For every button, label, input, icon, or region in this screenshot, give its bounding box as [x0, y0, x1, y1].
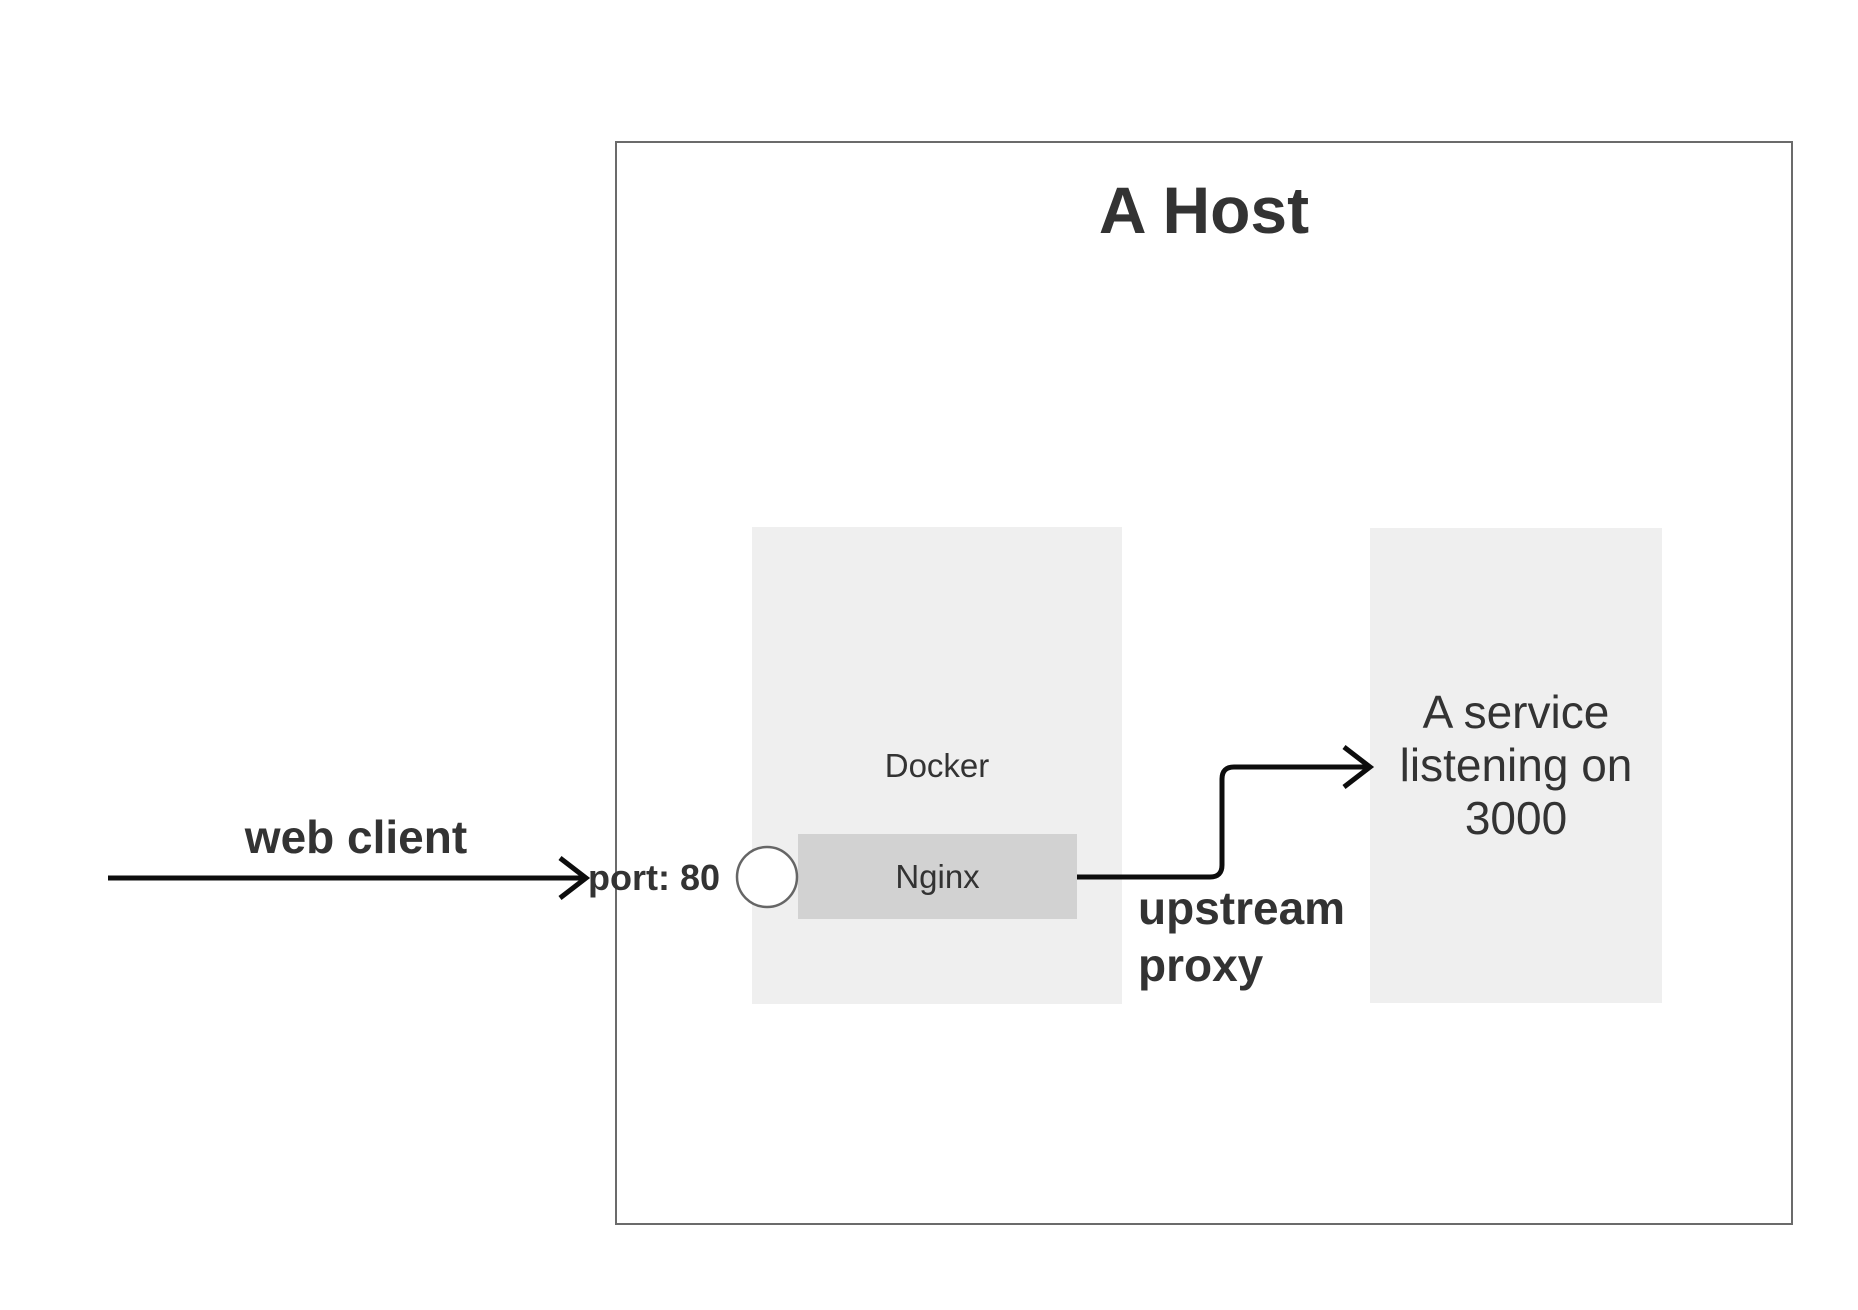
service-label: A service listening on 3000: [1399, 686, 1633, 844]
upstream-proxy-label: upstream proxy: [1138, 882, 1346, 991]
host-box: [615, 141, 1793, 1225]
docker-label: Docker: [884, 746, 990, 784]
web-client-arrow-icon: [108, 856, 591, 900]
web-client-label: web client: [244, 811, 468, 863]
port-label: port: 80: [588, 857, 721, 898]
service-box: A service listening on 3000: [1370, 528, 1662, 1003]
host-title: A Host: [1098, 173, 1310, 247]
nginx-box: Nginx: [798, 834, 1077, 919]
nginx-label: Nginx: [895, 857, 980, 895]
docker-container-box: Docker: [752, 527, 1122, 1004]
